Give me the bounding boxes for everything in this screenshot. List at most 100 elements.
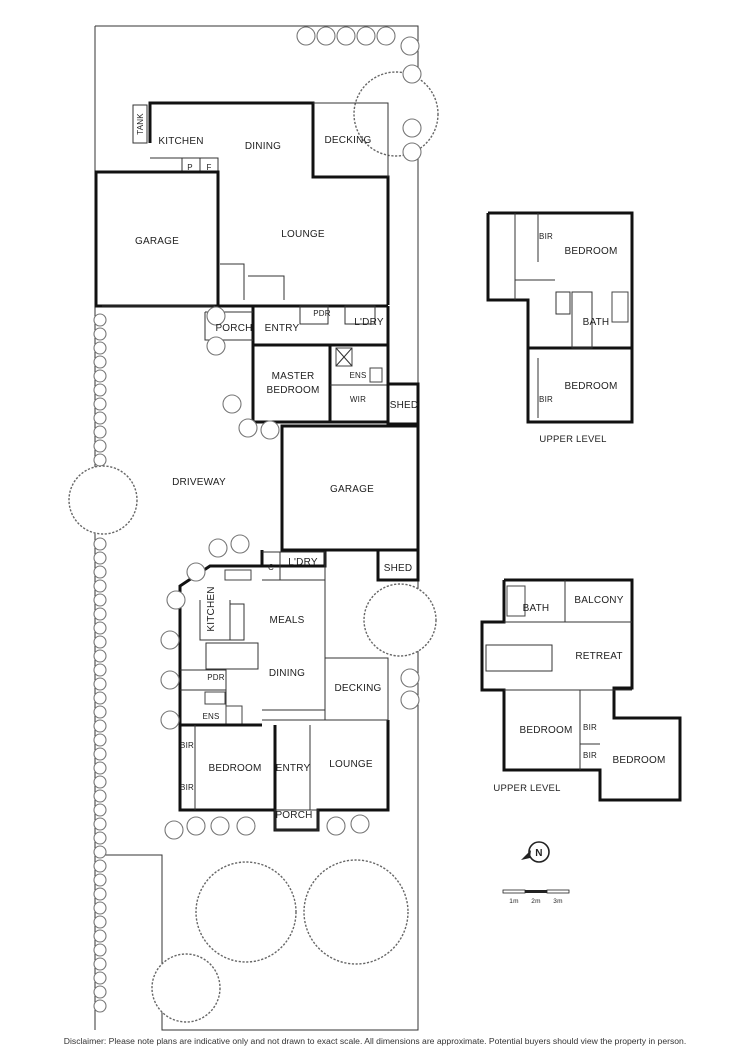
boundary-hedge (93, 313, 107, 1013)
front-shed (386, 382, 420, 426)
disclaimer: Disclaimer: Please note plans are indica… (63, 1036, 687, 1046)
label-rear-bir-2: BIR (180, 783, 194, 792)
caption-upper-level-front: UPPER LEVEL (539, 434, 606, 445)
tree (303, 859, 409, 965)
shrub (316, 26, 336, 46)
shrub (93, 313, 107, 327)
shrub (164, 820, 184, 840)
shrub (93, 859, 107, 873)
shrub (206, 336, 226, 356)
shrub (400, 668, 420, 688)
label-rear-laundry: L'DRY (288, 557, 318, 568)
label-front-kitchen: KITCHEN (158, 136, 203, 147)
shrub (93, 551, 107, 565)
shrub (93, 607, 107, 621)
shrub (93, 341, 107, 355)
tree (151, 953, 221, 1023)
shrub (350, 814, 370, 834)
label-front-lounge: LOUNGE (281, 229, 325, 240)
shrub (93, 985, 107, 999)
shrub (186, 562, 206, 582)
shrub (260, 420, 280, 440)
shrub (93, 789, 107, 803)
shrub (93, 677, 107, 691)
scale-bar: 1m 2m 3m (502, 889, 570, 905)
label-front-decking: DECKING (325, 135, 372, 146)
label-rear-bedroom: BEDROOM (208, 763, 261, 774)
label-upper1-bir-2: BIR (539, 395, 553, 404)
label-upper2-balcony: BALCONY (574, 595, 623, 606)
shrub (93, 621, 107, 635)
label-upper1-bath: BATH (583, 317, 610, 328)
room-labels: TANK KITCHEN P F DINING DECKING GARAGE L… (135, 113, 665, 821)
shrub (93, 733, 107, 747)
shrub (93, 327, 107, 341)
shrub (93, 705, 107, 719)
shrub (93, 887, 107, 901)
garden-bushes (160, 26, 422, 840)
label-rear-kitchen: KITCHEN (206, 586, 217, 631)
shrub (93, 901, 107, 915)
shrub (93, 873, 107, 887)
shrub (93, 649, 107, 663)
shrub (166, 590, 186, 610)
tree (363, 583, 437, 657)
shrub (93, 453, 107, 467)
rear-garage (280, 424, 420, 552)
shrub (93, 537, 107, 551)
label-rear-garage: GARAGE (330, 484, 374, 495)
label-rear-lounge: LOUNGE (329, 759, 373, 770)
label-rear-entry: ENTRY (276, 763, 311, 774)
shrub (93, 397, 107, 411)
shrub (93, 915, 107, 929)
compass-north-icon: N (521, 841, 550, 863)
label-master-bedroom-2: BEDROOM (266, 385, 319, 396)
shrub (296, 26, 316, 46)
shrub (400, 36, 420, 56)
rear-shed (376, 548, 420, 582)
label-rear-ensuite: ENS (202, 712, 219, 721)
label-front-garage: GARAGE (135, 236, 179, 247)
label-rear-porch: PORCH (275, 810, 312, 821)
shrub (336, 26, 356, 46)
shrub (402, 142, 422, 162)
shrub (402, 64, 422, 84)
label-rear-bir-1: BIR (180, 741, 194, 750)
shrub (356, 26, 376, 46)
shrub (93, 845, 107, 859)
scale-tick-3: 3m (553, 898, 562, 905)
shrub (210, 816, 230, 836)
shrub (230, 534, 250, 554)
shrub (93, 691, 107, 705)
label-rear-decking: DECKING (335, 683, 382, 694)
label-upper2-bedroom-1: BEDROOM (519, 725, 572, 736)
shrub (93, 747, 107, 761)
rear-house (178, 424, 420, 832)
scale-tick-2: 2m (531, 898, 540, 905)
shrub (93, 775, 107, 789)
tree (68, 465, 138, 535)
label-front-dining: DINING (245, 141, 281, 152)
shrub (93, 579, 107, 593)
staircase (205, 642, 259, 670)
label-upper1-bedroom-1: BEDROOM (564, 246, 617, 257)
label-upper2-retreat: RETREAT (575, 651, 622, 662)
shrub (93, 831, 107, 845)
label-pantry: P (187, 163, 193, 172)
label-fridge: F (206, 163, 211, 172)
shrub (186, 816, 206, 836)
tree (195, 861, 297, 963)
label-front-entry: ENTRY (265, 323, 300, 334)
shrub (93, 425, 107, 439)
label-front-porch: PORCH (215, 323, 252, 334)
shrub (93, 943, 107, 957)
shrub (93, 383, 107, 397)
shrub (93, 957, 107, 971)
label-front-laundry: L'DRY (354, 317, 384, 328)
upper-level-front (486, 211, 634, 424)
shrub (236, 816, 256, 836)
label-upper2-bedroom-2: BEDROOM (612, 755, 665, 766)
label-wir: WIR (350, 395, 366, 404)
tank (132, 104, 148, 144)
